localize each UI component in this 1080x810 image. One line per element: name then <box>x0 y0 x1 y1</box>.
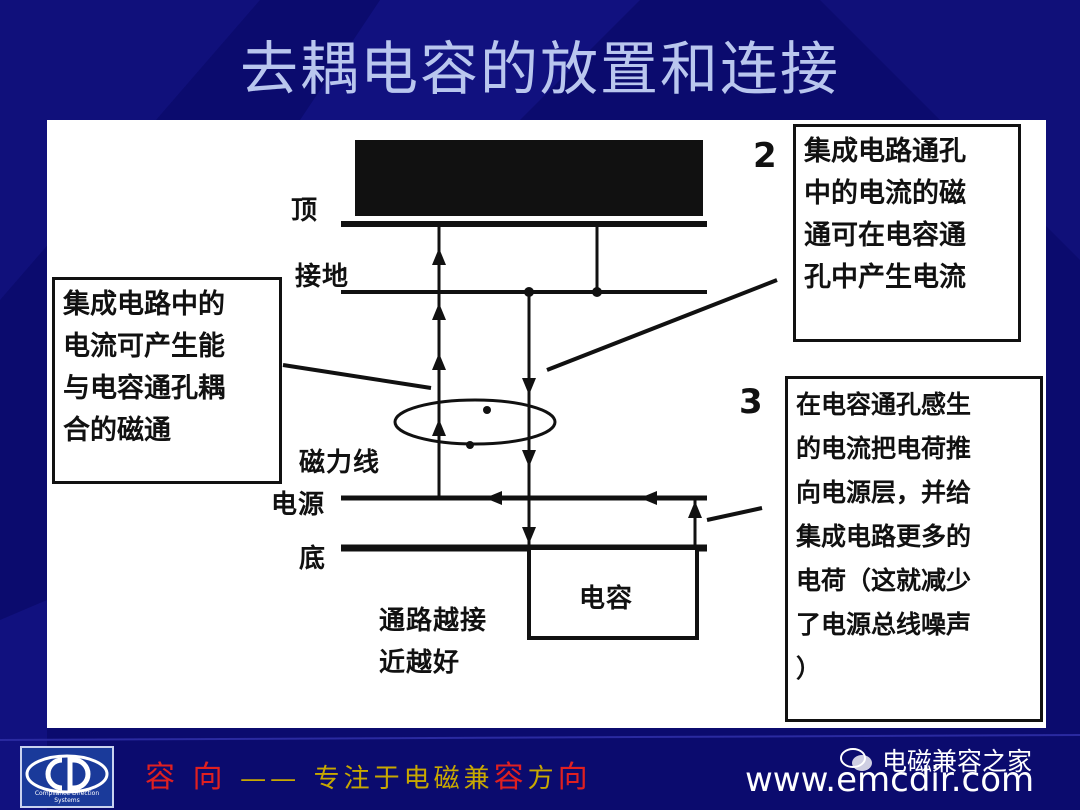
note-3: 在电容通孔感生 的电流把电荷推 向电源层，并给 集成电路更多的 电荷（这就减少 … <box>785 376 1043 722</box>
flux-loop <box>393 398 557 446</box>
slogan-part-a: 容 向 <box>145 760 227 795</box>
marker-2: 2 <box>753 136 777 176</box>
footer-website[interactable]: www.emcdir.com <box>745 760 1035 800</box>
note-2: 集成电路通孔 中的电流的磁 通可在电容通 孔中产生电流 <box>793 124 1021 342</box>
slogan-part-c: 容 <box>493 760 528 795</box>
note-3-line: 在电容通孔感生 <box>796 390 972 419</box>
note-3-line: 电荷（这就减少 <box>796 566 972 595</box>
note-3-line: 的电流把电荷推 <box>796 434 972 463</box>
note-2-line: 中的电流的磁 <box>804 178 966 209</box>
callout-2 <box>546 278 778 372</box>
wechat-watermark: 电磁兼容之家 <box>840 742 1032 778</box>
note-2-line: 集成电路通孔 <box>804 136 966 167</box>
note-left-line: 合的磁通 <box>63 415 171 446</box>
via-note-line-1: 通路越接 <box>379 606 488 636</box>
slogan-part-b: 专注于电磁兼 <box>313 764 494 794</box>
callout-left <box>282 363 432 390</box>
slide-title: 去耦电容的放置和连接 <box>239 35 840 103</box>
wechat-icon <box>840 748 872 771</box>
label-flux: 磁力线 <box>299 448 381 478</box>
diagram-panel: 顶 接地 磁力线 电源 底 电容 通路越接 近越好 2 3 集成电路中的 电流可… <box>47 120 1046 728</box>
note-3-line: 向电源层，并给 <box>796 478 972 507</box>
logo-caption: Compliance Direction Systems <box>34 790 100 804</box>
slogan-part-d: 方 <box>527 764 558 794</box>
note-3-line: 集成电路更多的 <box>796 522 972 551</box>
ic-block <box>355 140 703 216</box>
note-2-line: 通可在电容通 <box>804 220 966 251</box>
label-bottom-layer: 底 <box>299 544 327 574</box>
note-left-line: 集成电路中的 <box>63 289 225 320</box>
slogan-dash: —— <box>240 764 301 794</box>
marker-3: 3 <box>739 382 763 422</box>
footer-slogan: 容 向 —— 专注于电磁兼容方向 <box>145 752 592 796</box>
slogan-part-e: 向 <box>557 760 592 795</box>
company-logo: Compliance Direction Systems <box>20 746 114 808</box>
callout-3 <box>706 506 763 522</box>
capacitor-box <box>527 546 699 640</box>
label-power-layer: 电源 <box>271 490 326 520</box>
label-top-layer: 顶 <box>291 196 319 226</box>
note-left-line: 与电容通孔耦 <box>63 373 225 404</box>
note-2-line: 孔中产生电流 <box>804 262 966 293</box>
note-3-line: 了电源总线噪声 <box>796 610 972 639</box>
wechat-name: 电磁兼容之家 <box>882 747 1033 776</box>
capacitor-label: 电容 <box>579 584 634 614</box>
note-left: 集成电路中的 电流可产生能 与电容通孔耦 合的磁通 <box>52 277 282 484</box>
note-left-line: 电流可产生能 <box>63 331 225 362</box>
label-ground-layer: 接地 <box>295 262 350 292</box>
note-3-line: ） <box>796 654 822 683</box>
decoupling-diagram <box>282 140 778 640</box>
via-note-line-2: 近越好 <box>379 648 461 678</box>
cd-logo-icon <box>25 754 109 794</box>
